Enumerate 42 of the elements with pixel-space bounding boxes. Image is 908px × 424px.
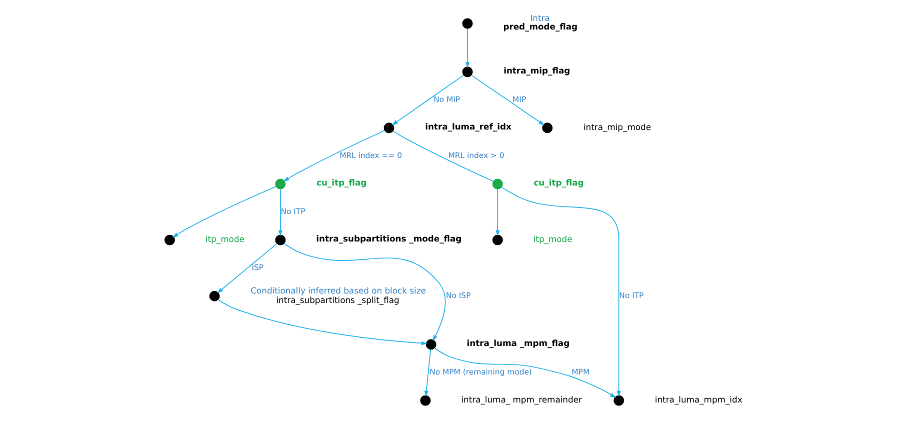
node-label: intra_luma_ref_idx bbox=[425, 121, 512, 132]
arrow bbox=[470, 74, 545, 126]
node-circle bbox=[614, 395, 624, 406]
arrow bbox=[283, 130, 386, 182]
node-circle bbox=[492, 234, 503, 246]
arrow bbox=[278, 188, 282, 236]
node-circle bbox=[426, 339, 436, 350]
node-label: intra_luma_mpm_idx bbox=[654, 394, 742, 405]
arrow bbox=[501, 186, 621, 397]
node-label: intra_luma _mpm_flag bbox=[466, 338, 570, 348]
node-label: itp_mode bbox=[205, 234, 244, 244]
node-label: intra_mip_flag bbox=[504, 65, 570, 76]
node-circle bbox=[542, 122, 553, 134]
arrow bbox=[496, 188, 500, 236]
node-label: cu_itp_flag bbox=[316, 177, 367, 188]
node-circle bbox=[384, 122, 394, 134]
node-circle bbox=[420, 395, 431, 406]
node-label: intra_subpartitions _split_flag bbox=[276, 294, 400, 305]
node-label: cu_itp_flag bbox=[534, 177, 584, 188]
arrow bbox=[424, 349, 432, 397]
node-circle bbox=[462, 18, 473, 29]
node-label: intra_luma_ mpm_remainder bbox=[461, 394, 582, 405]
node-label: Conditionally inferred based on block size bbox=[250, 286, 426, 296]
node-circle bbox=[462, 66, 473, 78]
arrow bbox=[392, 74, 464, 126]
node-circle bbox=[492, 178, 503, 190]
node-circle bbox=[164, 234, 175, 246]
arrow bbox=[218, 299, 428, 346]
arrow bbox=[465, 28, 470, 68]
arrow bbox=[217, 243, 278, 294]
node-label: itp_mode bbox=[533, 234, 572, 244]
node-label: intra_mip_mode bbox=[583, 122, 652, 132]
node-label: intra_subpartitions _mode_flag bbox=[316, 234, 462, 244]
node-label: Intra bbox=[530, 13, 550, 24]
node-circle bbox=[209, 290, 220, 302]
connector bbox=[392, 130, 494, 182]
arrow bbox=[172, 186, 277, 238]
arrow bbox=[434, 348, 616, 398]
node-circle bbox=[275, 178, 286, 190]
node-circle bbox=[275, 234, 286, 246]
node-label: pred_mode_flag bbox=[503, 22, 578, 32]
arrow bbox=[284, 243, 446, 342]
